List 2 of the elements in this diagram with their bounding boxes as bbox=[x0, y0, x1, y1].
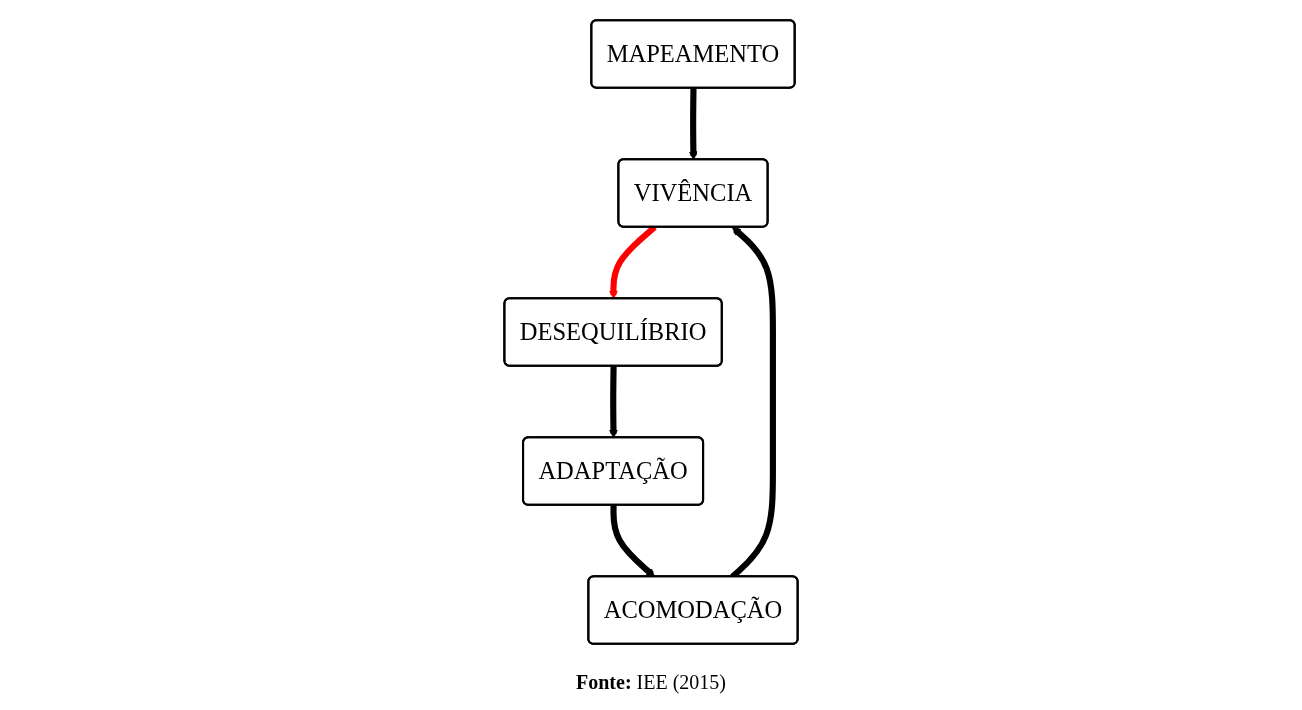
source-caption: Fonte: IEE (2015) bbox=[576, 671, 726, 694]
arrow bbox=[610, 504, 656, 577]
